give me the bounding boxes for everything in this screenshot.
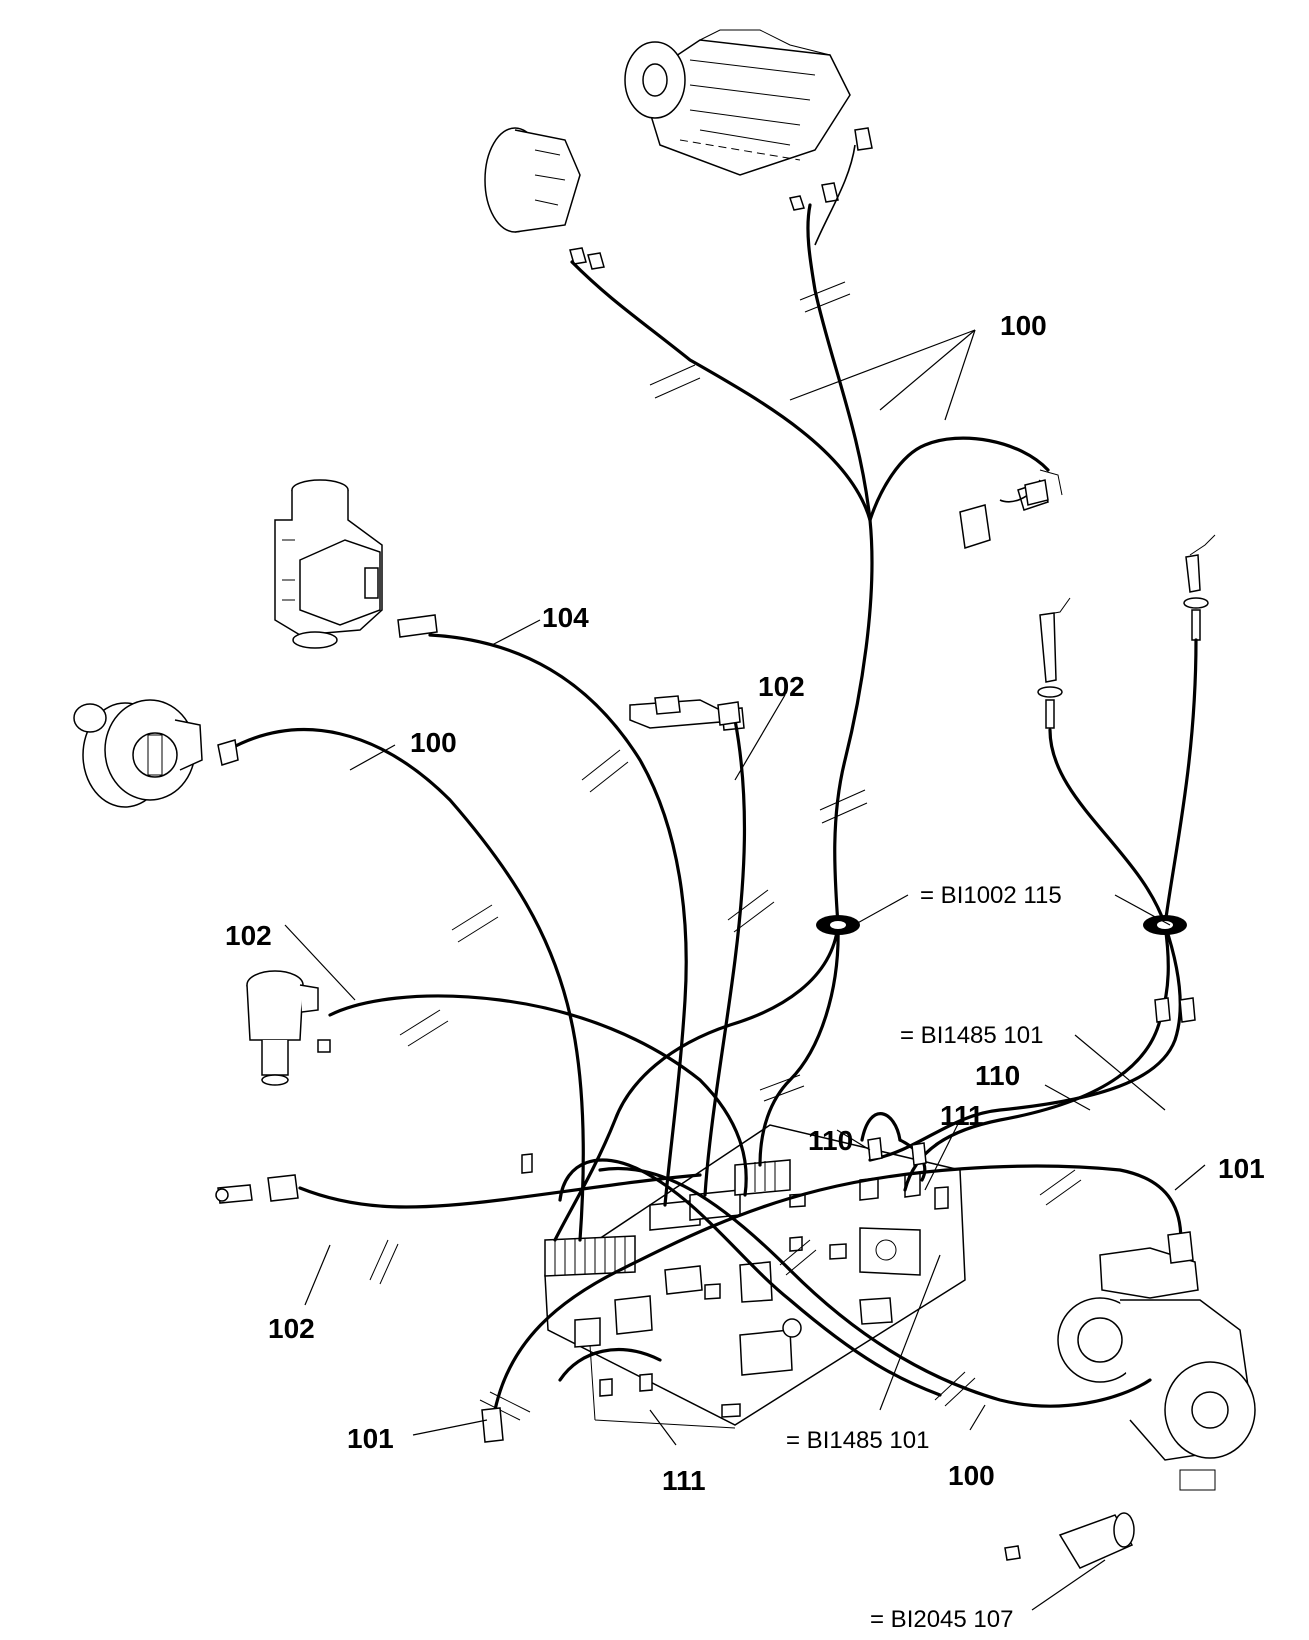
electrode-right: [1183, 534, 1216, 641]
electrode-left: [1037, 597, 1071, 729]
grommet-right: [1143, 915, 1187, 935]
gas-valve-component: [274, 479, 383, 649]
clip-connector-component: [959, 469, 1063, 549]
label-104: 104: [542, 602, 589, 633]
ref-bi1485-upper: = BI1485 101: [900, 1022, 1043, 1049]
grommet-left: [816, 915, 860, 935]
label-111-right: 111: [940, 1100, 984, 1131]
label-111-bottom: 111: [662, 1465, 706, 1496]
label-102-mid: 102: [758, 671, 805, 702]
label-101-right: 101: [1218, 1153, 1265, 1184]
ref-bi1002: = BI1002 115: [920, 882, 1062, 909]
label-102-bottom: 102: [268, 1313, 315, 1344]
wire-end-connectors: [217, 479, 1196, 1443]
label-100-top: 100: [1000, 310, 1047, 341]
capacitor-component: [1004, 1512, 1135, 1569]
pump-motor-component: [73, 699, 203, 808]
label-100-left: 100: [410, 727, 457, 758]
ref-bi1485-lower: = BI1485 101: [786, 1427, 929, 1454]
pump-component: [1057, 1247, 1256, 1491]
label-110-right: 110: [975, 1060, 1020, 1091]
pressure-switch-component: [484, 127, 605, 270]
temperature-sensor-component: [246, 970, 331, 1086]
fan-component: [624, 29, 873, 211]
label-110-center: 110: [808, 1125, 853, 1156]
pcb-board: [521, 1124, 966, 1429]
probe-component: [215, 1174, 299, 1204]
ref-bi2045: = BI2045 107: [870, 1606, 1013, 1633]
leader-lines: [284, 329, 1206, 1611]
break-marks: [369, 281, 1082, 1421]
label-101-bottom: 101: [347, 1423, 394, 1454]
label-102-left: 102: [225, 920, 272, 951]
label-100-bottom: 100: [948, 1460, 995, 1491]
